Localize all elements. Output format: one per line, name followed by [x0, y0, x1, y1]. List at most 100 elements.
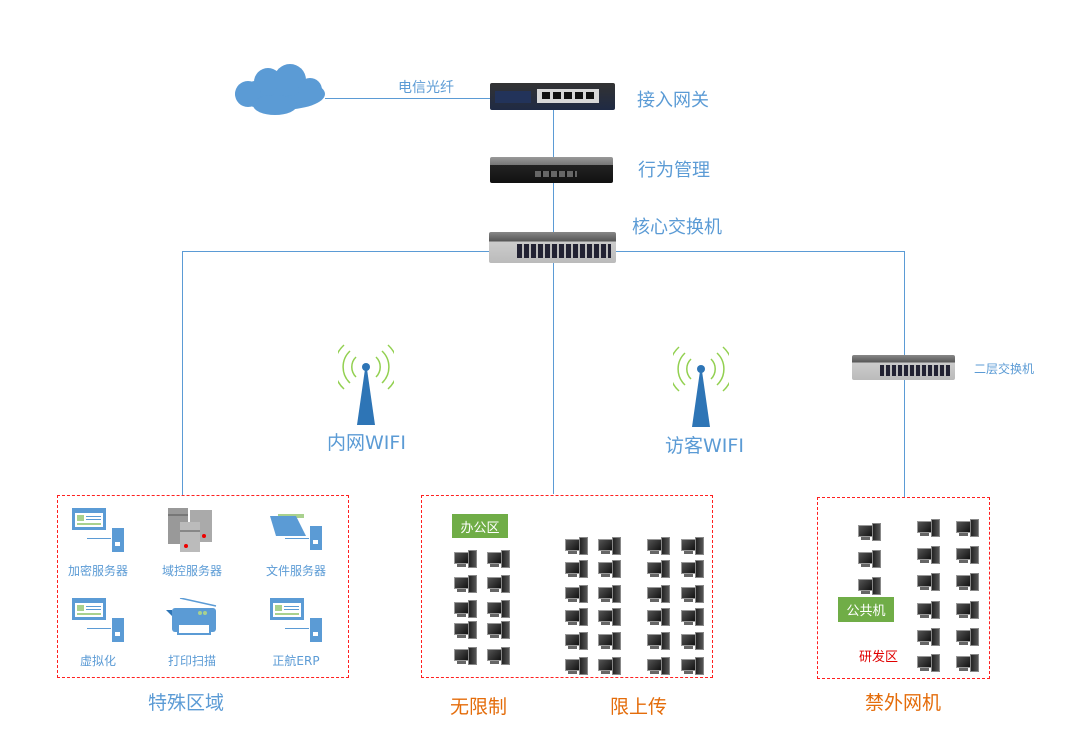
computer-icon [598, 537, 621, 556]
computer-icon [917, 546, 940, 565]
computer-icon [917, 601, 940, 620]
core-switch-device [489, 232, 616, 263]
internal-wifi-label: 内网WIFI [327, 432, 406, 454]
service-label: 打印扫描 [167, 654, 216, 668]
computer-icon [681, 632, 704, 651]
core-switch-label: 核心交换机 [632, 217, 722, 238]
behavior-management-device [490, 157, 613, 183]
computer-icon [956, 628, 979, 647]
unlimited-label: 无限制 [450, 696, 508, 718]
fiber-label: 电信光纤 [398, 80, 454, 96]
folder-server-icon [241, 508, 351, 554]
link-l2-research [904, 380, 905, 497]
service-6: 正航ERP [241, 598, 351, 669]
computer-icon [647, 560, 670, 579]
service-3: 文件服务器 [241, 508, 351, 579]
link-core-l2-v [904, 251, 905, 355]
service-label: 正航ERP [272, 654, 320, 668]
research-area-label: 研发区 [859, 650, 899, 665]
link-core-l2-h [616, 251, 904, 252]
service-4: 虚拟化 [43, 598, 153, 669]
computer-icon [565, 537, 588, 556]
computer-icon [917, 573, 940, 592]
service-5: 打印扫描 [137, 598, 247, 669]
computer-icon [598, 585, 621, 604]
computer-icon [681, 585, 704, 604]
computer-icon [487, 647, 510, 666]
link-gateway-behavior [553, 110, 554, 157]
gateway-label: 接入网关 [637, 90, 709, 111]
computer-icon [647, 537, 670, 556]
computer-icon [917, 519, 940, 538]
guest-wifi-label: 访客WIFI [665, 435, 744, 457]
computer-icon [565, 657, 588, 676]
computer-icon [917, 628, 940, 647]
research-zone-title: 禁外网机 [865, 692, 942, 714]
link-behavior-core [553, 183, 554, 232]
internet-cloud-icon [235, 64, 325, 115]
computer-icon [681, 537, 704, 556]
office-zone-box [421, 495, 713, 678]
computer-icon [454, 600, 477, 619]
computer-icon [681, 657, 704, 676]
wifi-antenna-icon [673, 346, 729, 427]
service-2: 域控服务器 [137, 508, 247, 579]
service-label: 文件服务器 [265, 564, 326, 578]
link-core-special-v [182, 251, 183, 495]
computer-icon [598, 657, 621, 676]
computer-icon [956, 546, 979, 565]
computer-icon [956, 573, 979, 592]
computer-icon [956, 601, 979, 620]
fiber-link [325, 98, 490, 99]
gateway-device [490, 83, 615, 110]
server-window-icon [43, 508, 153, 554]
office-area-tag: 办公区 [452, 514, 508, 538]
computer-icon [454, 550, 477, 569]
research-zone-box [817, 497, 990, 679]
computer-icon [487, 600, 510, 619]
computer-icon [565, 632, 588, 651]
computer-icon [454, 647, 477, 666]
computer-icon [647, 608, 670, 627]
special-zone-title: 特殊区域 [148, 692, 225, 714]
computer-icon [565, 585, 588, 604]
computer-icon [454, 621, 477, 640]
upload-limited-label: 限上传 [610, 696, 668, 718]
public-machine-tag: 公共机 [838, 597, 894, 622]
computer-icon [647, 585, 670, 604]
printer-icon [137, 598, 247, 644]
wifi-antenna-icon [338, 344, 394, 425]
l2-switch-label: 二层交换机 [974, 362, 1035, 376]
link-core-special-h [182, 251, 489, 252]
service-1: 加密服务器 [43, 508, 153, 579]
l2-switch-device [852, 355, 955, 380]
server-window-icon [43, 598, 153, 644]
computer-icon [917, 654, 940, 673]
computer-icon [487, 621, 510, 640]
computer-icon [858, 523, 881, 542]
computer-icon [681, 608, 704, 627]
computer-icon [647, 632, 670, 651]
computer-icon [565, 608, 588, 627]
computer-icon [681, 560, 704, 579]
computer-icon [565, 560, 588, 579]
computer-icon [647, 657, 670, 676]
server-rack-icon [137, 508, 247, 554]
service-label: 加密服务器 [67, 564, 128, 578]
link-core-office [553, 263, 554, 494]
computer-icon [858, 577, 881, 596]
service-label: 虚拟化 [79, 654, 116, 668]
computer-icon [598, 560, 621, 579]
computer-icon [956, 654, 979, 673]
computer-icon [487, 575, 510, 594]
computer-icon [598, 608, 621, 627]
computer-icon [454, 575, 477, 594]
computer-icon [956, 519, 979, 538]
behavior-label: 行为管理 [638, 160, 710, 181]
computer-icon [598, 632, 621, 651]
special-zone-box [57, 495, 349, 678]
computer-icon [487, 550, 510, 569]
computer-icon [858, 550, 881, 569]
server-window-icon [241, 598, 351, 644]
